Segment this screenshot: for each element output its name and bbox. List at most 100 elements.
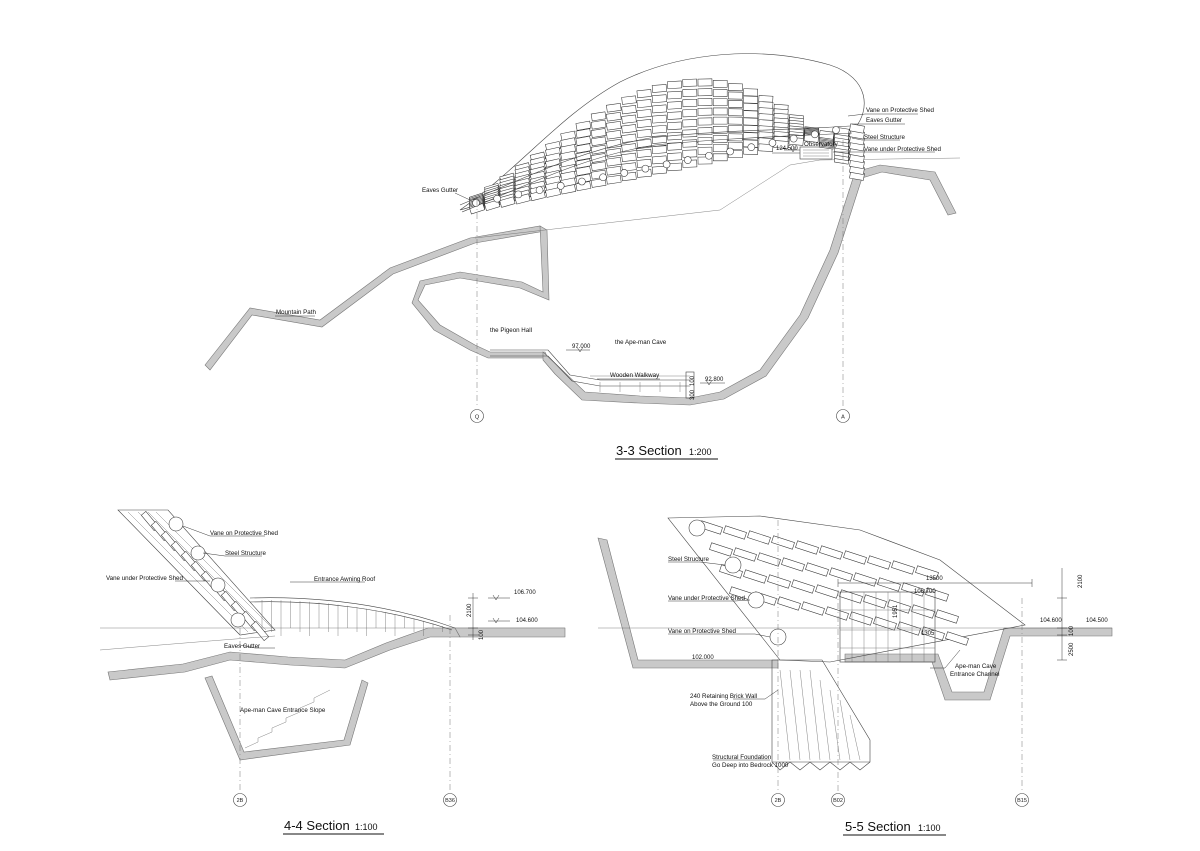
retaining-wall-foundation [771,659,871,771]
scale-4-4: 1:100 [355,822,378,832]
shed-vane-tile [915,565,939,580]
shed-vane-tile [728,108,743,117]
axis-label-b15: B15 [1017,798,1027,804]
dim-13500: 13500 [926,576,943,582]
shed-vane-tile [925,587,949,602]
label-eaves-gutter-right: Eaves Gutter [866,117,902,124]
steel-structure-node [811,130,819,139]
label-foundation-1: Structural Foundation [712,754,772,761]
steel-structure-node [556,182,565,190]
steel-structure-node [472,199,480,207]
steel-structure-node [514,190,523,199]
steel-structure-node [726,147,734,156]
dim-100: 100 [690,375,696,386]
shed-vane-tile [829,567,853,582]
label-wooden-walkway: Wooden Walkway [610,372,660,379]
shed-vane-tile [728,91,743,100]
label-retaining-wall-1: 240 Retaining Brick Wall [690,693,757,700]
shed-vane-tile [819,545,843,560]
shed-vane-tile [728,125,743,133]
shed-vane-tile [712,116,728,125]
shed-vane-tile [621,105,637,115]
label-steel-structure-5-5: Steel Structure [668,556,709,563]
shed-vane-tile [743,117,759,126]
shed-band-5-5 [667,515,1026,663]
steel-structure-node [578,177,586,186]
shed-vane-tile [545,187,561,198]
shed-vane-tile [667,101,683,110]
shed-vane-tile [636,138,652,148]
level-top-5-5: 106.700 [914,589,936,595]
shed-vane-tile [825,606,849,621]
shed-vane-tile [877,577,901,592]
shed-vane-tile [636,109,652,119]
shed-vane-tile [575,120,592,131]
shed-vane-tile [771,535,795,550]
shed-vane-tile [682,129,698,138]
level-top-4-4: 106.700 [514,590,536,596]
shed-vane-tile [697,107,713,116]
dim-300: 300 [690,389,696,400]
axis-label-b02: B02 [833,798,843,804]
shed-vane-tile [651,165,667,175]
shed-vane-tile [697,117,713,126]
shed-vane-tile [911,604,935,619]
label-vane-under-shed: Vane under Protective Shed [864,146,941,153]
shed-vane-tile [651,155,667,165]
axis-bubble-2b-5-5 [771,793,785,807]
shed-vane-tile [935,609,959,624]
shed-vane-tile [791,579,815,594]
dim-2100-5-5: 2100 [1078,574,1084,588]
steel-structure-node [493,194,501,203]
axis-label-a: A [841,415,845,421]
shed-vane-tile [728,83,743,92]
label-pigeon-hall: the Pigeon Hall [490,327,532,334]
shed-vane-tile [590,128,607,138]
shed-vane-tile [758,143,774,152]
steel-structure-node [535,186,544,194]
terrain-ground-right-4-4 [454,627,566,638]
shed-vane-tile [945,631,969,646]
shed-vane-tile [728,133,743,142]
shed-vane-tile [743,124,759,133]
shed-vane-tile [849,123,865,134]
shed-vane-tile [575,128,592,139]
level-ground-right2-5-5: 104.500 [1086,618,1108,624]
section-4-4: 2B B36 2100 100 106.700 104.600 Vane on … [99,509,566,835]
shed-vane-tile [697,98,713,106]
shed-vane-tile [606,111,622,122]
shed-vane-tile [728,141,743,150]
shed-vane-tile [712,80,728,88]
axis-bubble-b15 [1015,793,1029,807]
shed-vane-tile [667,111,683,120]
title-5-5: 5-5 Section [845,819,911,834]
level-observatory: 124.500 [776,146,798,152]
label-entrance-awning: Entrance Awning Roof [314,576,375,583]
shed-vane-tile [575,166,592,177]
wooden-walkway [490,349,695,399]
shed-vane-tile [767,574,791,589]
entrance-awning-roof [249,597,456,636]
shed-vane-tile [887,599,911,614]
shed-vane-tile [636,89,652,99]
axis-bubble-b02 [831,793,845,807]
shed-vane-tile [777,596,801,611]
shed-vane-tile [697,88,713,97]
shed-vane-tile [867,555,891,570]
shed-vane-tile [743,569,767,584]
level-ground-left-5-5: 102.000 [692,655,714,661]
shed-vane-tile [712,89,728,97]
steel-structure-node [789,134,798,143]
shed-vane-tile [891,560,915,575]
steel-structure-node [768,139,777,147]
shed-vane-tile [636,148,652,158]
steel-structure-node [683,156,692,164]
label-apeman-cave: the Ape-man Cave [615,339,667,346]
shed-vane-tile [621,95,637,105]
steel-structure-node [747,143,756,151]
shed-vane-tile [621,114,637,124]
shed-vane-tile [682,109,698,118]
axis-label-q: Q [475,415,480,421]
axis-label-b36: B36 [445,798,455,804]
